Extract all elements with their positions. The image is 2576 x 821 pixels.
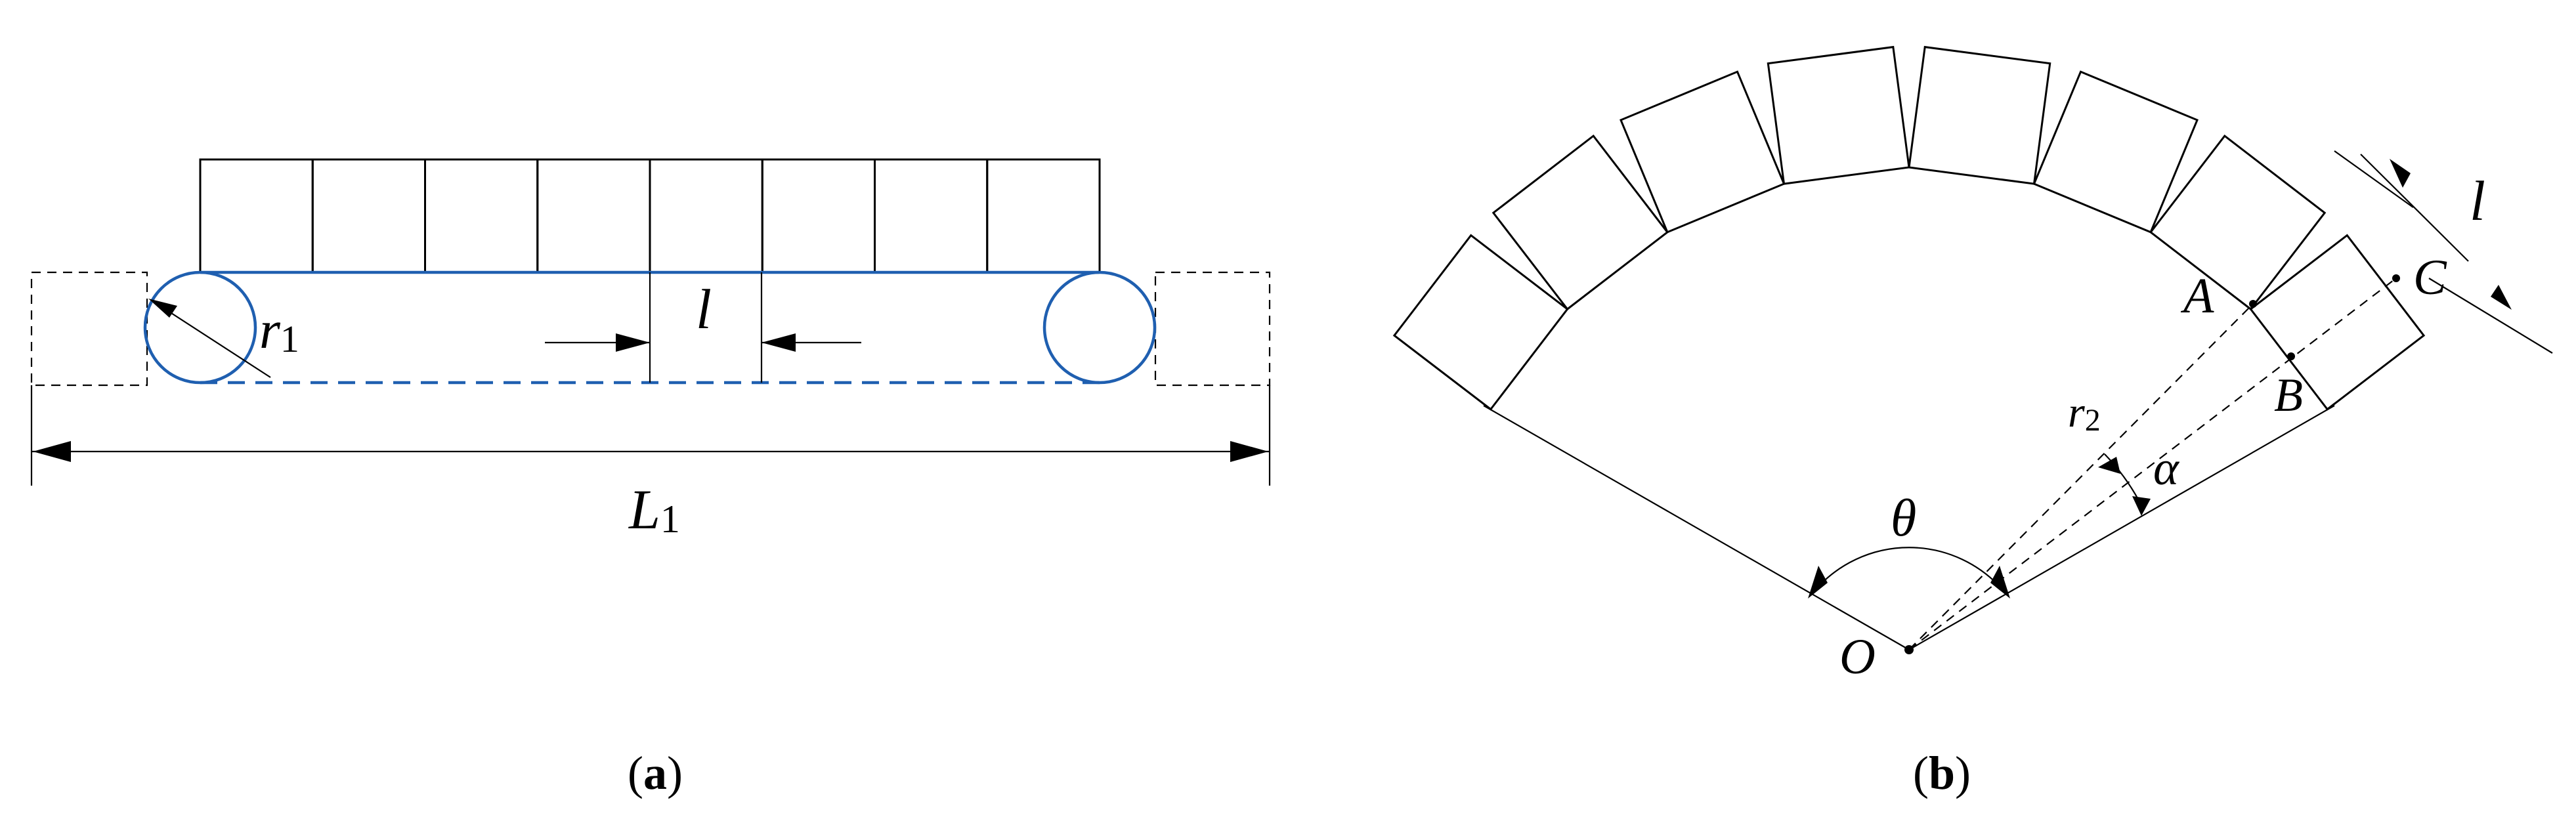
fan-block — [1392, 234, 1569, 411]
ray-OC — [1908, 278, 2397, 650]
l-ext-upper — [2334, 150, 2414, 208]
point-B — [2287, 352, 2295, 360]
r1-label: r1 — [259, 300, 299, 360]
l-ext-lower — [2428, 278, 2553, 354]
caption-a: (a) — [628, 747, 683, 799]
block — [311, 158, 426, 274]
block — [874, 158, 989, 274]
l-arrowhead-right — [762, 333, 796, 352]
panel-b: l C A B O r2 α θ (b) — [1392, 45, 2553, 799]
L1-arrowhead-right — [1230, 441, 1268, 462]
label-B: B — [2274, 369, 2303, 421]
ghost-block-right — [1154, 271, 1271, 387]
block — [199, 158, 314, 274]
fan-block-row — [1392, 45, 2426, 411]
ray-OA — [1908, 303, 2254, 650]
sector-edge-right — [1908, 405, 2335, 650]
L1-label: L1 — [628, 478, 680, 541]
r1-arrowhead — [148, 299, 177, 318]
roller-left — [143, 270, 257, 385]
r1-radius-line — [163, 308, 271, 378]
fan-block — [1908, 45, 2051, 185]
l-label: l — [696, 278, 712, 341]
block — [986, 158, 1101, 274]
block — [536, 158, 651, 274]
alpha-arrowhead-bottom — [2132, 496, 2151, 516]
theta-arc — [1815, 547, 2003, 590]
block — [424, 158, 539, 274]
block — [761, 158, 876, 274]
point-A — [2249, 300, 2257, 308]
block — [649, 158, 763, 274]
alpha-label: α — [2153, 442, 2180, 495]
label-C: C — [2413, 250, 2447, 305]
fan-block — [1492, 134, 1669, 311]
fan-block — [1767, 45, 1910, 185]
theta-arrowhead-right — [1990, 566, 2010, 599]
theta-label: θ — [1891, 490, 1916, 547]
fan-block — [2249, 234, 2426, 411]
point-O — [1904, 645, 1914, 654]
ghost-block-left — [30, 271, 148, 387]
L1-arrowhead-left — [33, 441, 71, 462]
l-arrowhead-lower — [2491, 285, 2512, 310]
caption-b: (b) — [1913, 747, 1971, 799]
label-O: O — [1839, 629, 1876, 684]
l-arrowhead-upper — [2390, 159, 2411, 188]
panel-a: r1 l L1 (a) — [30, 158, 1271, 799]
sector-edge-left — [1483, 405, 1910, 650]
block-row — [199, 158, 1101, 274]
fan-block — [2032, 70, 2199, 234]
label-A: A — [2180, 268, 2214, 324]
r2-label: r2 — [2068, 389, 2101, 438]
l-arrowhead-left — [616, 333, 650, 352]
fan-block — [2149, 134, 2327, 311]
fan-block — [1620, 70, 1786, 234]
l-dim-line-b — [2360, 154, 2469, 262]
alpha-arrowhead-top — [2098, 457, 2120, 474]
l-label-b: l — [2470, 169, 2485, 232]
point-C — [2392, 274, 2400, 282]
theta-arrowhead-left — [1808, 566, 1828, 599]
roller-right — [1042, 270, 1157, 385]
